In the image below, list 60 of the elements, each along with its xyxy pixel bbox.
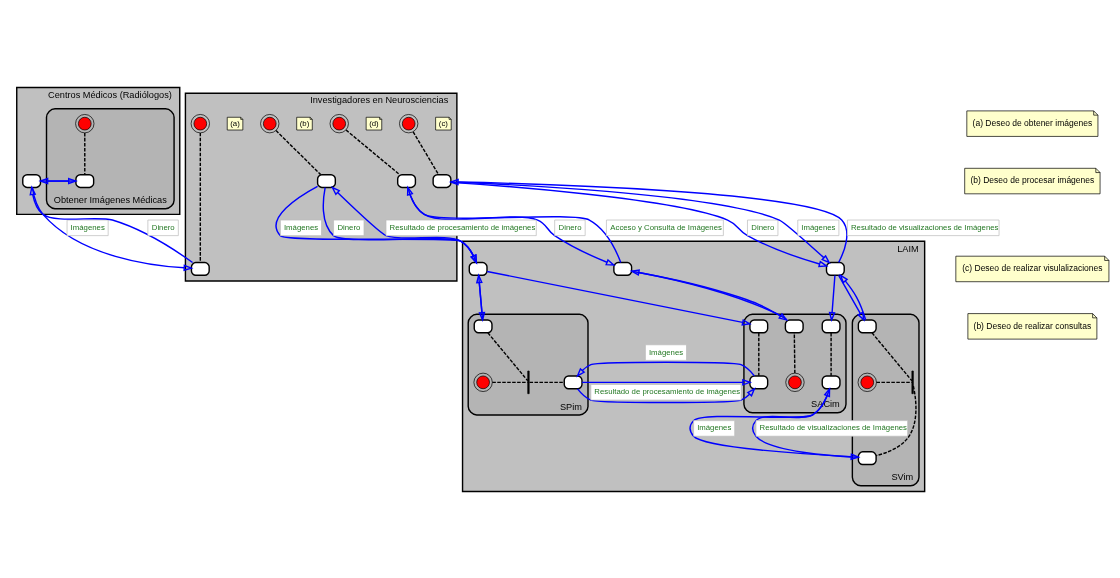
arrow [576,361,756,377]
node-box [613,261,633,276]
node-box [825,261,845,276]
arrow [751,386,860,458]
connector [875,381,913,383]
arrow [486,270,752,326]
node-label: (b) [299,118,310,128]
node-bar [527,370,530,394]
label: (c) Deseo de realizar visulalizaciones [962,262,1103,273]
arrow [576,378,756,403]
edge-label: Resultado de procesamiento de imágenes [594,386,741,396]
label: (b) Deseo de procesar imágenes [970,174,1095,185]
node-box [821,318,841,333]
node-box [397,173,417,188]
connector [412,130,440,175]
label: (a) Deseo de obtener imágenes [972,117,1093,128]
connector [871,331,913,381]
connector [758,331,760,376]
edge-label: Imágenes [697,422,732,432]
node-bar [911,370,914,394]
node-box [22,173,42,188]
node-box [821,374,841,389]
node-box [857,450,877,465]
connector [345,128,401,175]
node-box [473,318,493,333]
edge-label: Imágenes [70,222,105,232]
connector [830,331,832,376]
edge-label: Imágenes [648,347,684,357]
node-box [749,318,769,333]
connector [491,381,529,383]
connector [528,381,565,383]
connector [199,131,201,263]
node-box [432,173,452,188]
edge-label: Imágenes [801,222,836,232]
node-box [468,261,488,276]
edge-label: Dinero [558,222,582,232]
label: (b) Deseo de realizar consultas [973,320,1092,331]
edge-label: Resultado de visualizaciones de Imágenes [850,222,999,232]
connector [487,331,529,381]
connector [84,131,86,175]
arrow [828,274,836,322]
node-label: (c) [438,118,448,128]
arrow [689,387,861,460]
edge-label: Dinero [151,222,175,232]
node-box [857,318,877,333]
edge-label: Acceso y Consulta de Imágenes [610,222,722,232]
edge-label: Imágenes [283,222,319,232]
node-box [784,318,804,333]
node-box [316,173,337,188]
node-box [190,261,210,276]
arrow [275,185,478,264]
connector [875,384,917,456]
node-box [75,173,95,188]
edge-label: Dinero [337,222,361,232]
connector [275,129,322,175]
node-box [749,374,769,389]
node-box [563,374,583,389]
node-label: (d) [369,118,379,128]
edge-label: Dinero [751,222,775,232]
node-label: (a) [230,118,240,128]
